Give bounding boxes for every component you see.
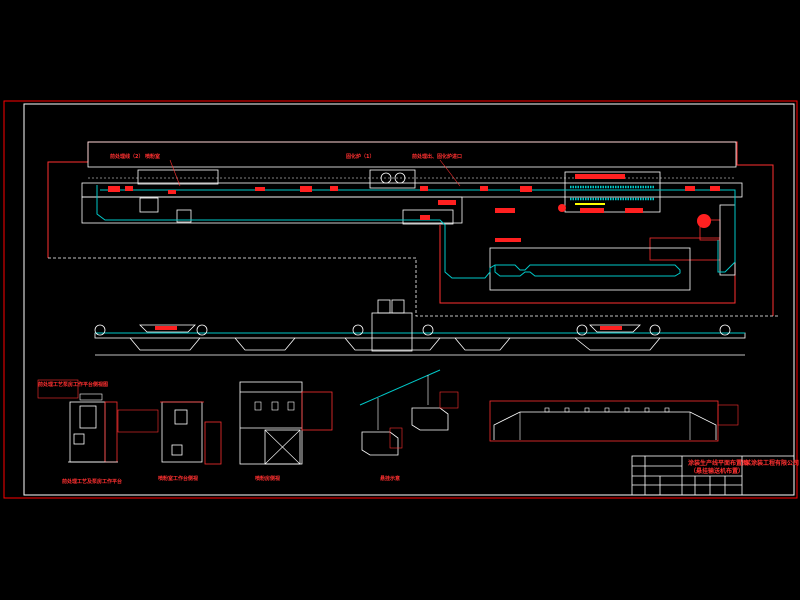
conveyor-path [96, 185, 681, 279]
leader-1 [169, 159, 181, 187]
fan-icon-1 [380, 172, 392, 184]
yellow-marker [575, 203, 605, 205]
title-block-subtitle: （悬挂输送机布置） [690, 467, 744, 475]
left-callout-text: 前处理工艺泵房工作平台侧视图 [38, 381, 108, 388]
title-block-company: 某涂装工程有限公司 [745, 459, 799, 467]
section-pump-platform: 前处理工艺泵房工作平台侧视图 [37, 379, 118, 463]
top-hood [87, 141, 737, 168]
plan-label-2: 喷粉室 [145, 153, 160, 160]
leader-2 [439, 159, 461, 187]
plan-label-4: 前处理出、固化炉进口 [412, 153, 462, 160]
elevation-booth [371, 312, 413, 352]
section-label-4: 悬挂示意 [379, 475, 400, 482]
dashed-boundary [48, 257, 778, 317]
section-hanging [359, 369, 459, 456]
section-booth-side [239, 381, 333, 465]
inner-border [23, 103, 795, 496]
lower-room-outline [439, 210, 736, 304]
elevation-view [94, 299, 746, 356]
elevation-rail [94, 332, 746, 339]
small-box-left [176, 209, 192, 223]
elevation-booth-top-2 [391, 299, 405, 314]
plan-label-1: 前处理线（2） [110, 153, 143, 160]
elevation-fans [94, 324, 731, 336]
right-box-1 [649, 237, 721, 261]
red-valve-1 [558, 204, 566, 212]
plan-label-3: 固化炉（1） [346, 153, 374, 160]
plan-view: 前处理线（2） 喷粉室 固化炉（1） 前处理出、固化炉进口 [47, 141, 778, 317]
sheet-frame [3, 100, 798, 499]
lower-pool [489, 247, 691, 291]
title-block [631, 455, 795, 496]
small-box-mid [402, 209, 454, 225]
booth-block [369, 169, 416, 189]
conveyor-return [100, 189, 736, 273]
process-line-lower [81, 196, 463, 224]
title-block-title: 涂装生产线平面布置图 [688, 459, 748, 467]
oven-block [137, 169, 219, 185]
elevation-tanks [129, 324, 661, 351]
equipment-markers [108, 174, 720, 242]
red-valve-2 [697, 214, 711, 228]
fan-icon-2 [394, 172, 406, 184]
tank-red-2 [600, 326, 622, 330]
section-long-side [489, 400, 739, 442]
elevation-booth-top-1 [377, 299, 391, 314]
section-label-2: 喷粉室工作台侧视 [158, 475, 198, 482]
outer-border [3, 100, 798, 499]
section-booth-platform [117, 401, 222, 465]
section-label-1: 前处理工艺及泵房工作平台 [62, 478, 122, 485]
section-label-3: 喷粉房侧视 [255, 475, 280, 482]
tank-red-1 [155, 326, 177, 330]
curing-oven [564, 171, 661, 213]
left-stand [139, 197, 159, 213]
